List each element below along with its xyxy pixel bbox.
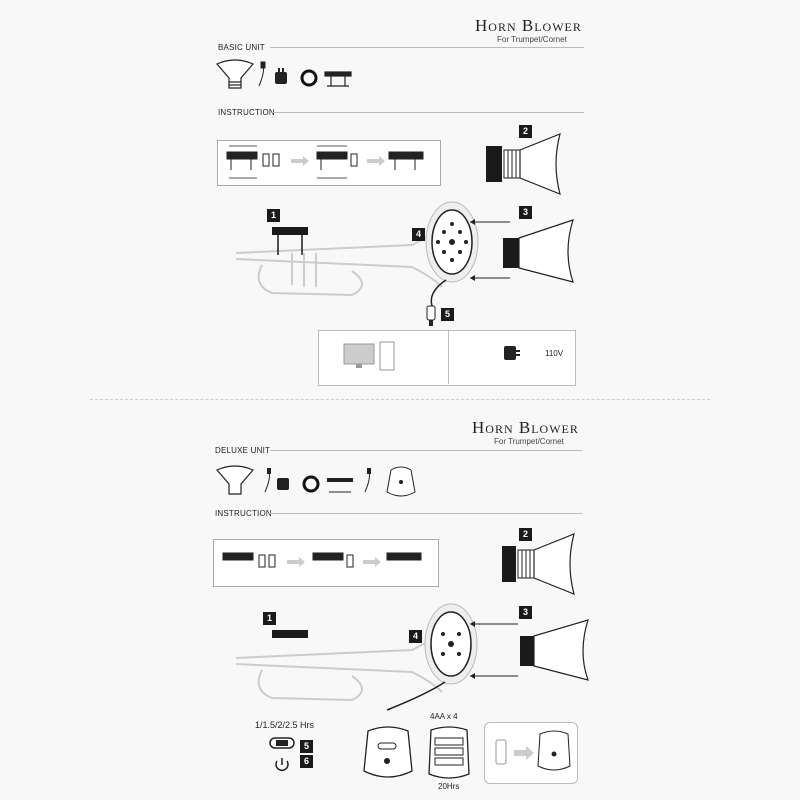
ring-icon (300, 69, 318, 87)
power-icon[interactable] (272, 756, 292, 776)
mute-cone-icon (216, 59, 254, 89)
deluxe-step-6: 6 (300, 755, 313, 768)
battery-box-icon (386, 466, 416, 497)
speaker-icon (425, 201, 479, 307)
deluxe-mute-side (502, 532, 575, 596)
basic-instruction-rule (272, 112, 584, 113)
basic-subtitle: For Trumpet/Cornet (497, 35, 567, 44)
deluxe-step1-panel (213, 539, 439, 587)
power-adapter-icon (275, 68, 287, 84)
battery-label: 4AA x 4 (430, 712, 458, 721)
basic-mute-side (486, 132, 561, 196)
basic-step-2: 2 (519, 125, 532, 138)
deluxe-step-5: 5 (300, 740, 313, 753)
panel-divider (448, 330, 449, 384)
section-separator (90, 399, 710, 400)
deluxe-step-4: 4 (409, 630, 422, 643)
deluxe-instruction-rule (270, 513, 582, 514)
battery-box-icon (428, 726, 470, 779)
deluxe-step1-sequence (222, 552, 422, 568)
computer-icon (343, 341, 395, 371)
deluxe-arrows (470, 621, 518, 679)
basic-unit-label: BASIC UNIT (218, 43, 265, 52)
deluxe-instruction-label: INSTRUCTION (215, 509, 272, 518)
basic-instruction-label: INSTRUCTION (218, 108, 275, 117)
basic-arrows (470, 219, 510, 281)
charging-diagram (495, 730, 571, 771)
basic-title: Horn Blower (475, 16, 582, 35)
power-adapter-icon (504, 346, 520, 360)
basic-accessories (216, 59, 352, 89)
deluxe-step-3: 3 (519, 606, 532, 619)
switch-icon[interactable] (268, 736, 298, 752)
basic-step1-sequence (226, 145, 424, 179)
deluxe-step-1: 1 (263, 612, 276, 625)
deluxe-title: Horn Blower (472, 418, 579, 437)
deluxe-mute-assembled (520, 619, 589, 681)
usb-cable-icon (258, 61, 266, 87)
voltage-label: 110V (545, 349, 564, 358)
basic-unit-rule (270, 47, 584, 48)
usb-cable-icon (426, 305, 436, 326)
deluxe-subtitle: For Trumpet/Cornet (494, 437, 564, 446)
deluxe-accessories (216, 465, 416, 497)
clip-icon (324, 71, 352, 87)
basic-step-1: 1 (267, 209, 280, 222)
runtime-label: 20Hrs (438, 782, 460, 791)
basic-step-5: 5 (441, 308, 454, 321)
timer-label: 1/1.5/2/2.5 Hrs (255, 720, 315, 730)
basic-step-3: 3 (519, 206, 532, 219)
deluxe-unit-rule (270, 450, 582, 451)
speaker-icon (386, 603, 478, 711)
control-box-icon (363, 726, 413, 778)
deluxe-unit-label: DELUXE UNIT (215, 446, 271, 455)
deluxe-step-2: 2 (519, 528, 532, 541)
basic-mute-assembled (503, 219, 574, 283)
basic-step-4: 4 (412, 228, 425, 241)
